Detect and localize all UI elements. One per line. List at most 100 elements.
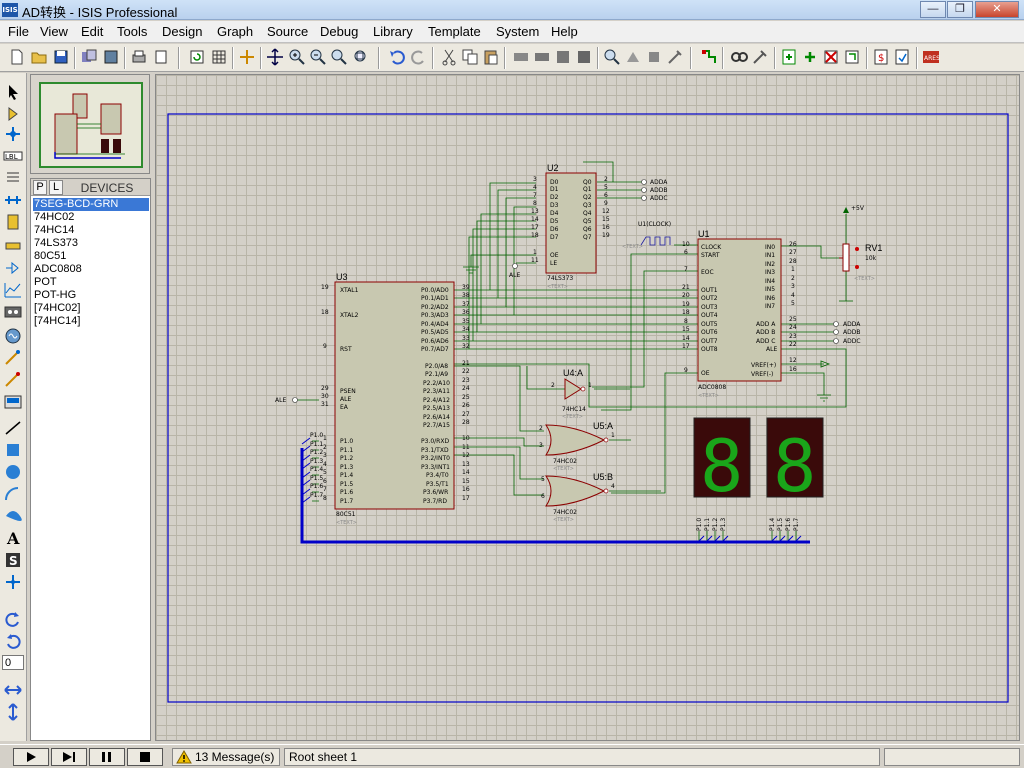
text-script-icon[interactable] <box>3 169 23 187</box>
seven-segment-display-2[interactable]: 8 P1.4 P1.5 P1.6 P1.7 <box>766 417 824 531</box>
redraw-icon[interactable] <box>188 48 206 66</box>
origin-icon[interactable] <box>238 48 256 66</box>
device-pins-icon[interactable] <box>3 259 23 277</box>
symbol-2d-icon[interactable]: S <box>3 551 23 569</box>
restore-button[interactable]: ❐ <box>947 1 973 18</box>
pan-icon[interactable] <box>266 48 284 66</box>
block-move-icon[interactable] <box>533 48 551 66</box>
menu-tools[interactable]: Tools <box>117 24 148 39</box>
device-item[interactable]: [74HC02] <box>34 302 81 314</box>
clock-generator[interactable]: U1(CLOCK) <TEXT> <box>622 221 671 250</box>
decompose-icon[interactable] <box>666 48 684 66</box>
device-item[interactable]: 74HC02 <box>34 211 75 223</box>
zoom-all-icon[interactable] <box>330 48 348 66</box>
bill-of-materials-icon[interactable]: $ <box>872 48 890 66</box>
rotate-anticlockwise-icon[interactable] <box>3 633 23 651</box>
terminals-icon[interactable] <box>3 237 23 255</box>
rv1-potentiometer[interactable]: +5V RV1 10k <TEXT> <box>839 205 882 282</box>
current-probe-icon[interactable] <box>3 371 23 389</box>
u5a-nor-gate[interactable]: U5:A 2 3 1 74HC02 <TEXT> <box>539 421 615 472</box>
exit-to-parent-icon[interactable] <box>843 48 861 66</box>
zoom-out-icon[interactable] <box>309 48 327 66</box>
cut-icon[interactable] <box>440 48 458 66</box>
menu-graph[interactable]: Graph <box>217 24 254 39</box>
box-2d-icon[interactable] <box>3 441 23 459</box>
u4a-inverter[interactable]: U4:A 2 1 74HC14 <TEXT> <box>551 368 592 420</box>
graph-mode-icon[interactable] <box>3 281 23 299</box>
menu-debug[interactable]: Debug <box>320 24 359 39</box>
text-2d-icon[interactable]: A <box>3 529 23 548</box>
device-item[interactable]: ADC0808 <box>34 263 82 275</box>
device-item[interactable]: [74HC14] <box>34 315 81 327</box>
device-item[interactable]: POT <box>34 276 57 288</box>
line-2d-icon[interactable] <box>3 419 23 437</box>
rotation-angle-field[interactable] <box>2 655 24 670</box>
export-section-icon[interactable] <box>102 48 120 66</box>
minimize-button[interactable]: — <box>920 1 946 18</box>
pick-devices-button[interactable]: P <box>33 180 47 195</box>
wire-autorouter-icon[interactable] <box>700 48 718 66</box>
copy-icon[interactable] <box>461 48 479 66</box>
pick-device-icon[interactable] <box>603 48 621 66</box>
library-manager-button[interactable]: L <box>49 180 63 195</box>
overview-window[interactable] <box>30 74 150 174</box>
step-button[interactable] <box>51 748 87 766</box>
paste-icon[interactable] <box>482 48 500 66</box>
grid-icon[interactable] <box>210 48 228 66</box>
menu-library[interactable]: Library <box>373 24 413 39</box>
schematic-canvas[interactable]: U2 74LS373 <TEXT> D0 D1 D2 D3 D4 D5 D6 D… <box>155 74 1020 741</box>
generator-icon[interactable] <box>3 327 23 345</box>
seven-segment-display-1[interactable]: 8 P1.0 P1.1 P1.2 P1.3 <box>693 417 751 531</box>
play-button[interactable] <box>13 748 49 766</box>
print-area-icon[interactable] <box>152 48 170 66</box>
open-folder-icon[interactable] <box>30 48 48 66</box>
device-item[interactable]: 7SEG-BCD-GRN <box>33 198 149 211</box>
messages-indicator[interactable]: 13 Message(s) <box>172 748 280 766</box>
stop-button[interactable] <box>127 748 163 766</box>
u1-adc[interactable]: U1 ADC0808 <TEXT> CLOCK START EOC OUT1 O… <box>682 229 831 399</box>
menu-design[interactable]: Design <box>162 24 203 39</box>
close-button[interactable]: ✕ <box>975 1 1019 18</box>
device-item[interactable]: 74LS373 <box>34 237 79 249</box>
remove-sheet-icon[interactable] <box>822 48 840 66</box>
packaging-tool-icon[interactable] <box>645 48 663 66</box>
subcircuit-icon[interactable] <box>3 213 23 231</box>
selection-mode-icon[interactable] <box>3 83 23 101</box>
zoom-area-icon[interactable] <box>352 48 370 66</box>
device-item[interactable]: POT-HG <box>34 289 77 301</box>
print-icon[interactable] <box>130 48 148 66</box>
circle-2d-icon[interactable] <box>3 463 23 481</box>
mirror-vertical-icon[interactable] <box>3 703 23 721</box>
menu-edit[interactable]: Edit <box>81 24 104 39</box>
u5b-nor-gate[interactable]: U5:B 5 6 4 74HC02 <TEXT> <box>541 472 615 523</box>
block-rotate-icon[interactable] <box>554 48 572 66</box>
new-file-icon[interactable] <box>8 48 26 66</box>
wire-label-icon[interactable]: LBL <box>3 147 23 165</box>
menu-help[interactable]: Help <box>551 24 578 39</box>
save-icon[interactable] <box>52 48 70 66</box>
add-sheet-icon[interactable] <box>801 48 819 66</box>
overview-viewport[interactable] <box>39 82 143 168</box>
arc-2d-icon[interactable] <box>3 485 23 503</box>
component-mode-icon[interactable] <box>3 105 23 123</box>
electrical-rule-check-icon[interactable] <box>893 48 911 66</box>
new-sheet-icon[interactable] <box>780 48 798 66</box>
junction-dot-icon[interactable] <box>3 125 23 143</box>
device-item[interactable]: 80C51 <box>34 250 67 262</box>
u2-latch[interactable]: U2 74LS373 <TEXT> D0 D1 D2 D3 D4 D5 D6 D… <box>509 163 610 290</box>
menu-file[interactable]: File <box>8 24 29 39</box>
block-copy-icon[interactable] <box>512 48 530 66</box>
undo-icon[interactable] <box>388 48 406 66</box>
block-delete-icon[interactable] <box>575 48 593 66</box>
voltage-probe-icon[interactable] <box>3 349 23 367</box>
netlist-to-ares-icon[interactable]: ARES <box>922 48 940 66</box>
menu-view[interactable]: View <box>40 24 68 39</box>
path-2d-icon[interactable] <box>3 507 23 525</box>
make-device-icon[interactable] <box>624 48 642 66</box>
search-tag-icon[interactable] <box>730 48 748 66</box>
mirror-horizontal-icon[interactable] <box>3 681 23 699</box>
marker-2d-icon[interactable] <box>3 573 23 591</box>
property-tool-icon[interactable] <box>751 48 769 66</box>
import-section-icon[interactable] <box>80 48 98 66</box>
bus-icon[interactable] <box>3 191 23 209</box>
